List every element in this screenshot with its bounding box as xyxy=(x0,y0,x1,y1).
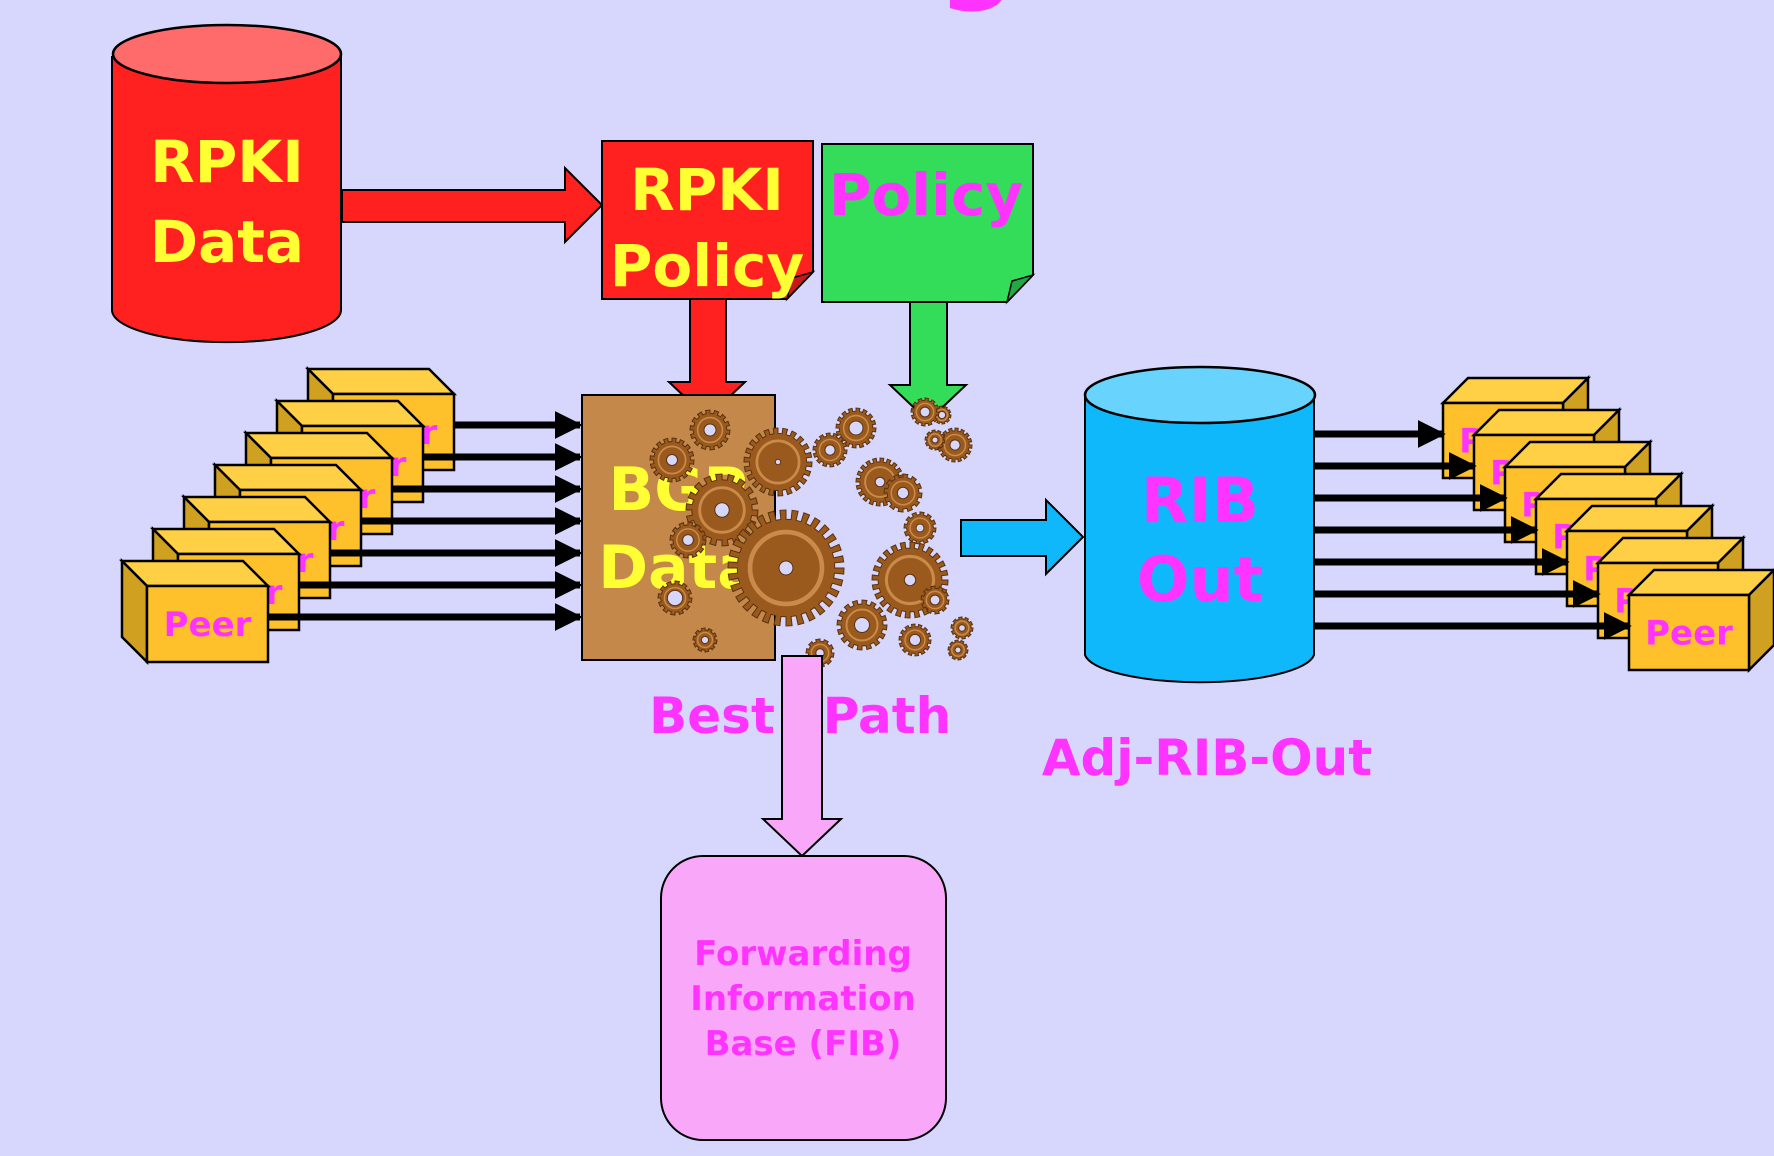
gear-icon xyxy=(937,427,973,463)
fib-label-3: Base (FIB) xyxy=(705,1024,902,1064)
rib-out-label-2: Out xyxy=(1137,543,1263,616)
rpki-feed-arrow xyxy=(341,165,604,245)
rpki-policy-label-2: Policy xyxy=(610,232,804,300)
gear-icon xyxy=(947,639,969,661)
peer-label: Peer xyxy=(164,605,252,645)
peer-label: Peer xyxy=(1645,614,1733,654)
adj-rib-out-label: Adj-RIB-Out xyxy=(1042,729,1372,787)
policy-arrow xyxy=(887,301,969,423)
gear-icon xyxy=(950,616,974,640)
fib-label-2: Information xyxy=(690,979,916,1019)
path-label: Path xyxy=(823,687,952,745)
gear-icon xyxy=(692,627,718,653)
gear-icon xyxy=(649,437,695,483)
gear-icon xyxy=(898,623,932,657)
gear-icon xyxy=(669,521,707,559)
policy-label: Policy xyxy=(829,161,1023,229)
gear-icon xyxy=(920,585,950,615)
rpki-policy-label-1: RPKI xyxy=(630,156,784,224)
rpki-data-cylinder: RPKI Data xyxy=(111,23,343,344)
inbound-arrows xyxy=(268,411,583,631)
gear-icon xyxy=(657,580,693,616)
gear-icon xyxy=(836,599,888,651)
rib-out-cylinder: RIB Out xyxy=(1083,365,1317,684)
gear-icon xyxy=(903,511,937,545)
rpki-data-label-1: RPKI xyxy=(150,128,304,196)
gear-icon xyxy=(883,473,923,513)
best-label: Best xyxy=(649,687,775,745)
outbound-peer-box: Peer xyxy=(1625,568,1774,674)
gear-icon xyxy=(835,407,877,449)
rib-out-arrow xyxy=(960,497,1085,577)
title-fragment: g xyxy=(938,0,1017,14)
outbound-peer-stack: PeerPeerPeerPeerPeerPeerPeer xyxy=(1314,374,1774,674)
inbound-peer-stack: PeerPeerPeerPeerPeerPeerPeer xyxy=(118,365,458,666)
policy-document: Policy xyxy=(821,143,1036,305)
fib-label-1: Forwarding xyxy=(694,934,912,974)
gear-icon xyxy=(924,429,946,451)
gear-icon xyxy=(910,397,940,427)
rpki-data-label-2: Data xyxy=(150,208,304,276)
inbound-peer-box: Peer xyxy=(118,557,272,666)
gear-icon xyxy=(689,409,731,451)
gear-icon xyxy=(812,432,848,468)
rib-out-label-1: RIB xyxy=(1141,464,1259,537)
fib-box: Forwarding Information Base (FIB) xyxy=(660,855,947,1141)
gear-icon xyxy=(727,509,845,627)
gear-icon xyxy=(743,427,813,497)
best-path-arrow xyxy=(760,655,844,858)
rpki-policy-document: RPKI Policy xyxy=(601,140,816,302)
gears-icon xyxy=(649,397,974,668)
